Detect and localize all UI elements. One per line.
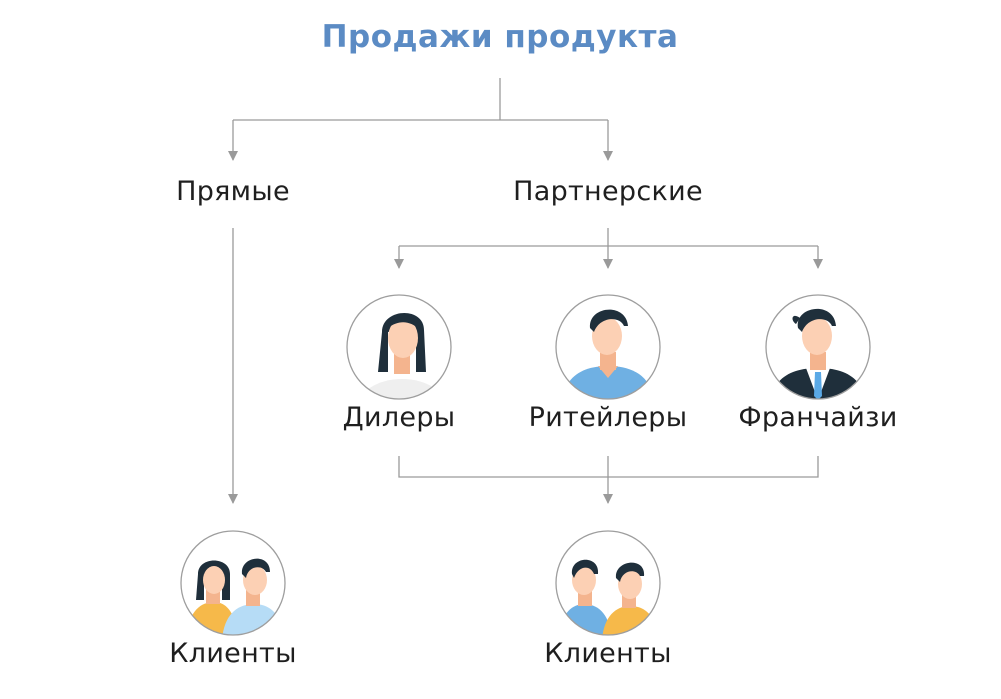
connectors: [228, 78, 823, 504]
node-clients-direct: Клиенты: [169, 638, 297, 669]
node-dealers: Дилеры: [342, 402, 456, 433]
couple-avatar-icon: [180, 530, 286, 636]
node-direct: Прямые: [176, 176, 290, 207]
man-casual-avatar-icon: [555, 294, 661, 400]
node-partner: Партнерские: [513, 176, 703, 207]
two-men-avatar-icon: [555, 530, 661, 636]
woman-avatar-icon: [346, 294, 452, 400]
diagram-title: Продажи продукта: [321, 19, 679, 55]
node-clients-partner: Клиенты: [544, 638, 672, 669]
businessman-avatar-icon: [765, 294, 871, 400]
node-franchisees: Франчайзи: [738, 402, 898, 433]
node-retailers: Ритейлеры: [528, 402, 688, 433]
